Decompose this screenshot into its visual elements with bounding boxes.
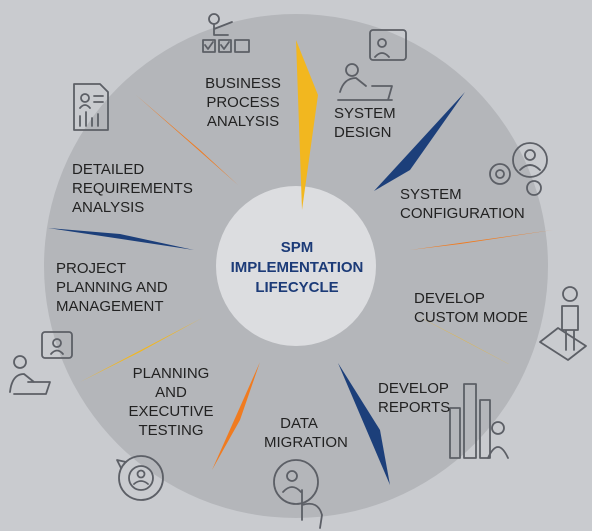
person-laptop-icon [337, 29, 407, 101]
bar-chart-user-icon [449, 383, 509, 459]
report-document-icon [73, 83, 109, 131]
divider-orange-3 [136, 95, 238, 185]
person-chat-icon [9, 331, 73, 395]
step-label-project-planning-management: PROJECT PLANNING AND MANAGEMENT [56, 260, 168, 315]
divider-yellow-1 [296, 40, 318, 210]
center-circle [216, 186, 376, 346]
divider-blue-2 [338, 363, 390, 485]
gears-user-icon [489, 142, 548, 196]
person-standing-icon [539, 286, 587, 361]
divider-yellow-2 [408, 311, 520, 370]
divider-blue-1 [374, 92, 465, 191]
divider-orange-2 [212, 362, 260, 470]
step-label-system-configuration: SYSTEM CONFIGURATION [400, 186, 525, 222]
divider-blue-3 [48, 228, 194, 250]
touch-user-icon [273, 459, 323, 529]
center-title: SPM IMPLEMENTATION LIFECYCLE [230, 239, 364, 296]
divider-orange-1 [410, 230, 553, 250]
step-label-system-design: SYSTEM DESIGN [334, 105, 396, 141]
step-label-planning-executive-testing: PLANNING AND EXECUTIVE TESTING [128, 365, 214, 439]
cycle-user-icon [116, 455, 164, 501]
step-label-detailed-requirements-analysis: DETAILED REQUIREMENTS ANALYSIS [72, 161, 193, 216]
divider-yellow-3 [80, 318, 202, 382]
checklist-person-icon [202, 13, 250, 53]
step-label-develop-reports: DEVELOP REPORTS [378, 380, 451, 416]
step-label-business-process-analysis: BUSINESS PROCESS ANALYSIS [205, 75, 281, 130]
step-label-data-migration: DATA MIGRATION [264, 415, 348, 451]
step-label-develop-custom-mode: DEVELOP CUSTOM MODE [414, 290, 528, 326]
